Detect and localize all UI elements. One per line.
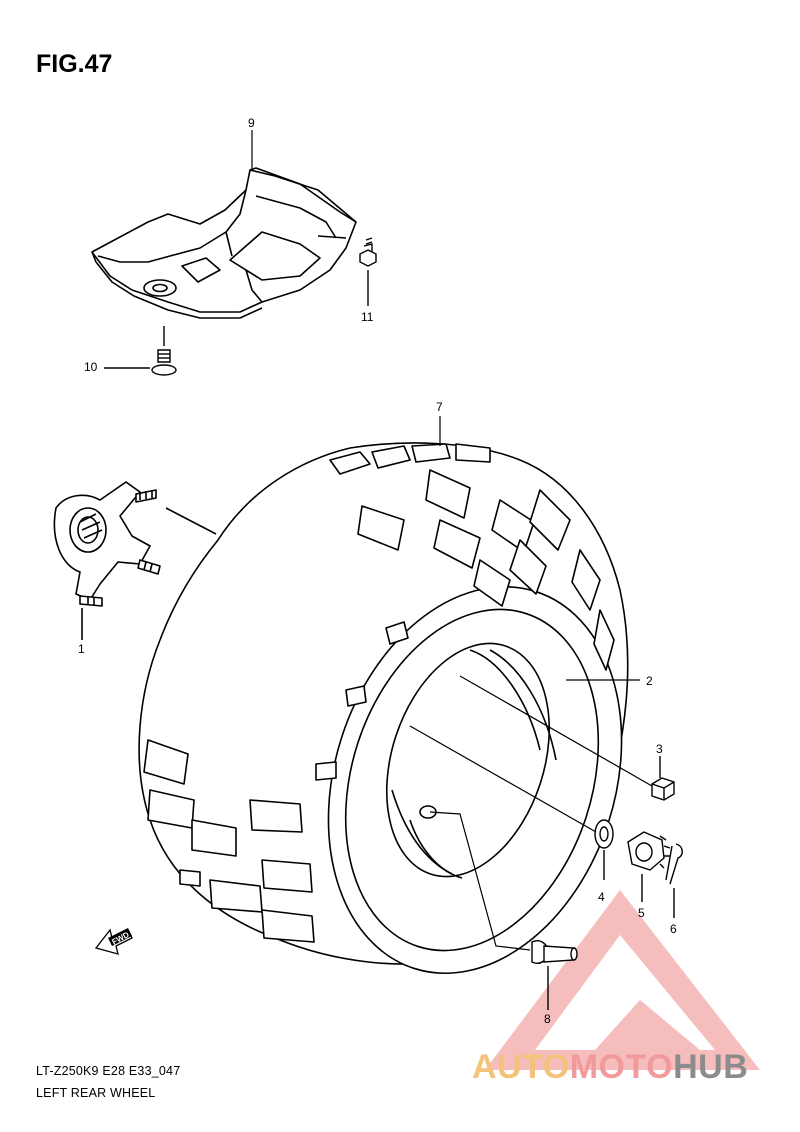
axle-bolt-part-8	[531, 940, 578, 1010]
callout-3: 3	[656, 742, 663, 756]
castle-nut-part-5	[627, 831, 671, 902]
hub-part-1	[53, 481, 217, 640]
fwd-arrow-icon: FWD	[94, 928, 133, 955]
callout-4: 4	[598, 890, 605, 904]
bolt-part-11	[359, 237, 377, 306]
brand-auto: AUTO	[472, 1048, 570, 1086]
callout-2: 2	[646, 674, 653, 688]
callout-5: 5	[638, 906, 645, 920]
leader-lines	[409, 675, 653, 951]
bolt-part-10	[104, 326, 177, 376]
tire-part-7	[138, 442, 629, 975]
cotter-pin-part-6	[665, 843, 683, 918]
callout-11: 11	[361, 310, 374, 324]
lug-nut-part-3	[651, 756, 675, 801]
model-code: LT-Z250K9 E28 E33_047	[36, 1064, 181, 1078]
callout-9: 9	[248, 116, 255, 130]
callout-8: 8	[544, 1012, 551, 1026]
watermark-logo	[485, 890, 760, 1070]
skid-plate-part-9	[91, 167, 357, 319]
callout-7: 7	[436, 400, 443, 414]
callout-10: 10	[84, 360, 98, 374]
callout-6: 6	[670, 922, 677, 936]
watermark-brand: AUTOMOTOHUB	[472, 1048, 748, 1087]
callout-1: 1	[78, 642, 85, 656]
diagram-caption: LEFT REAR WHEEL	[36, 1086, 156, 1100]
washer-part-4	[594, 819, 614, 880]
figure-title: FIG.47	[36, 50, 113, 78]
brand-hub: HUB	[673, 1048, 749, 1086]
brand-moto: MOTO	[569, 1048, 674, 1086]
